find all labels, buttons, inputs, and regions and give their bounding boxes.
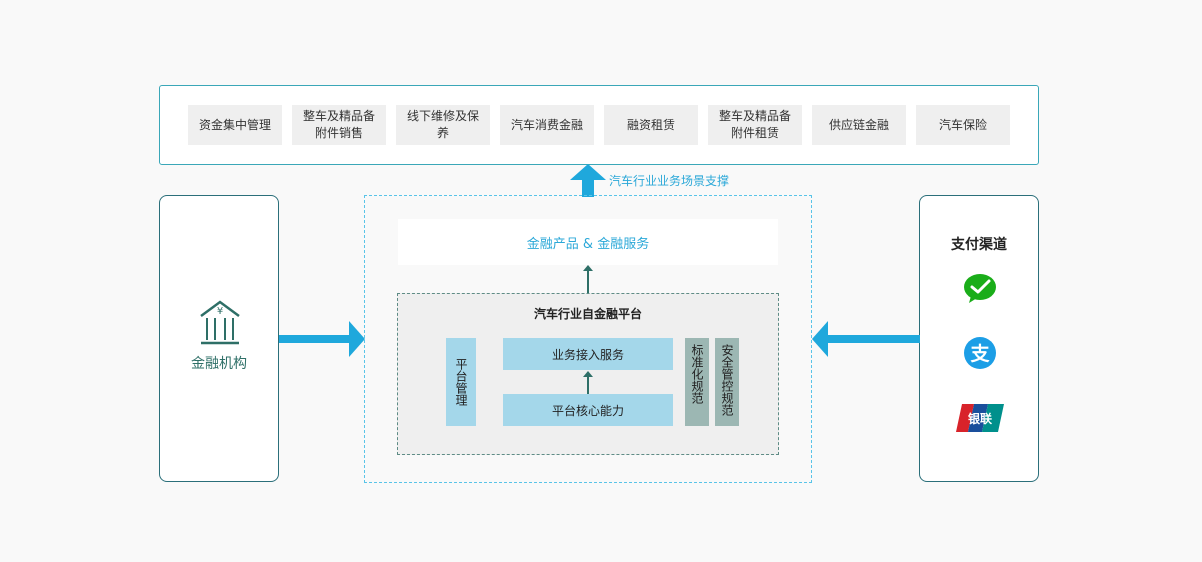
scenario-item: 资金集中管理 xyxy=(188,105,282,145)
up-arrow-icon xyxy=(570,164,606,197)
standardization-label: 标准化规范 xyxy=(690,344,704,404)
alipay-icon: 支 xyxy=(964,337,996,369)
scenario-item: 融资租赁 xyxy=(604,105,698,145)
core-capability-block: 平台核心能力 xyxy=(503,394,673,426)
bank-icon: ¥ xyxy=(200,300,240,345)
business-scenarios-panel: 资金集中管理 整车及精品备附件销售 线下维修及保养 汽车消费金融 融资租赁 整车… xyxy=(159,85,1039,165)
financial-institution-panel: ¥ 金融机构 xyxy=(159,195,279,482)
support-label: 汽车行业业务场景支撑 xyxy=(609,174,730,188)
platform-management-block: 平台管理 xyxy=(446,338,476,426)
svg-text:银联: 银联 xyxy=(968,411,992,426)
finance-products-box: 金融产品 & 金融服务 xyxy=(398,219,778,265)
security-control-label: 安全管控规范 xyxy=(720,344,734,416)
scenario-item: 整车及精品备附件销售 xyxy=(292,105,386,145)
access-service-block: 业务接入服务 xyxy=(503,338,673,370)
inner-up-arrow-icon xyxy=(583,371,593,394)
unionpay-icon: 银联 xyxy=(956,404,1004,432)
wechat-pay-icon xyxy=(964,274,996,303)
scenario-item: 汽车消费金融 xyxy=(500,105,594,145)
security-control-block: 安全管控规范 xyxy=(715,338,739,426)
institution-label: 金融机构 xyxy=(191,356,247,372)
right-arrow-icon xyxy=(279,321,365,357)
platform-title: 汽车行业自金融平台 xyxy=(533,307,642,321)
scenario-item: 汽车保险 xyxy=(916,105,1010,145)
scenario-item: 线下维修及保养 xyxy=(396,105,490,145)
standardization-block: 标准化规范 xyxy=(685,338,709,426)
payment-channels-panel: 支付渠道 支 银联 xyxy=(919,195,1039,482)
central-platform-frame xyxy=(364,195,812,483)
svg-text:¥: ¥ xyxy=(217,306,223,317)
svg-text:支: 支 xyxy=(969,343,990,365)
scenario-item: 供应链金融 xyxy=(812,105,906,145)
left-arrow-icon xyxy=(812,321,920,357)
payment-title: 支付渠道 xyxy=(951,237,1007,253)
scenario-item: 整车及精品备附件租赁 xyxy=(708,105,802,145)
platform-management-label: 平台管理 xyxy=(454,358,468,406)
small-up-arrow-icon xyxy=(583,265,593,294)
